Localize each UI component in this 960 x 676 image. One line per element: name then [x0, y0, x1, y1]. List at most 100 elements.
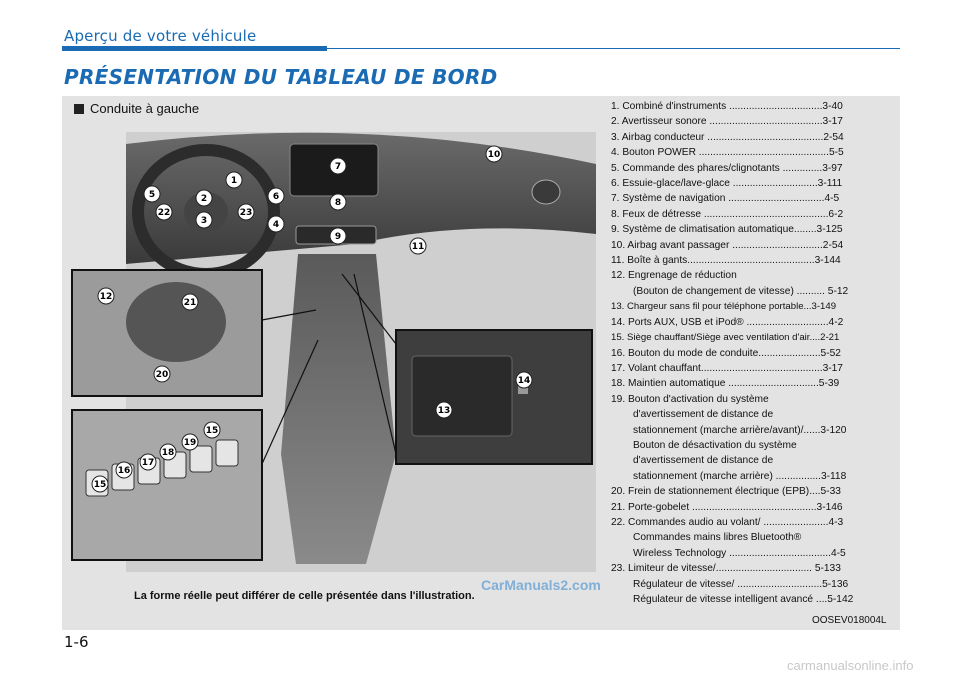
component-item-continuation: Wireless Technology ....................… — [633, 547, 846, 559]
header-rule-thin — [327, 48, 900, 49]
callout-6: 6 — [267, 187, 285, 205]
callout-1: 1 — [225, 171, 243, 189]
connector-line — [261, 339, 319, 465]
component-item: 13. Chargeur sans fil pour téléphone por… — [611, 301, 837, 313]
component-item: 17. Volant chauffant....................… — [611, 362, 843, 374]
component-item: 16. Bouton du mode de conduite..........… — [611, 347, 841, 359]
component-item-continuation: stationnement (marche arrière) .........… — [633, 470, 847, 482]
callout-markers: 1 2 3 4 5 6 7 8 9 10 11 12 13 14 15 15 1… — [91, 145, 533, 493]
svg-text:17: 17 — [142, 458, 155, 468]
svg-text:18: 18 — [162, 448, 175, 458]
callout-10: 10 — [485, 145, 503, 163]
svg-text:2: 2 — [201, 194, 207, 204]
component-item: 20. Frein de stationnement électrique (E… — [611, 486, 841, 498]
callout-5: 5 — [143, 185, 161, 203]
svg-text:5: 5 — [149, 190, 155, 200]
component-item-continuation: Commandes mains libres Bluetooth® — [633, 532, 802, 544]
component-item: 14. Ports AUX, USB et iPod® ............… — [611, 316, 844, 328]
callout-14: 14 — [515, 371, 533, 389]
component-item: 22. Commandes audio au volant/ .........… — [611, 516, 844, 528]
dashboard-illustration: 1 2 3 4 5 6 7 8 9 10 11 12 13 14 15 15 1… — [71, 132, 596, 572]
component-item: 11. Boîte à gants.......................… — [611, 255, 841, 267]
illustration-caption: La forme réelle peut différer de celle p… — [134, 590, 475, 602]
component-item: 19. Bouton d'activation du système — [611, 393, 769, 405]
connector-line — [341, 273, 397, 345]
callout-2: 2 — [195, 189, 213, 207]
svg-text:16: 16 — [118, 466, 131, 476]
component-item: 10. Airbag avant passager ..............… — [611, 239, 844, 251]
component-item-continuation: Régulateur de vitesse/ .................… — [633, 578, 849, 590]
callout-15a: 15 — [91, 475, 109, 493]
subtitle-text: Conduite à gauche — [90, 101, 200, 116]
callout-20: 20 — [153, 365, 171, 383]
callout-22: 22 — [155, 203, 173, 221]
component-item: 9. Système de climatisation automatique.… — [611, 224, 843, 236]
subtitle: Conduite à gauche — [74, 101, 199, 116]
callout-12: 12 — [97, 287, 115, 305]
callout-7: 7 — [329, 157, 347, 175]
page-title: PRÉSENTATION DU TABLEAU DE BORD — [64, 65, 498, 89]
svg-text:12: 12 — [100, 292, 113, 302]
component-item: 3. Airbag conducteur ...................… — [611, 131, 844, 143]
svg-text:13: 13 — [438, 406, 451, 416]
component-item: 21. Porte-gobelet ......................… — [611, 501, 843, 513]
component-item: 4. Bouton POWER ........................… — [611, 147, 844, 159]
passenger-vent — [531, 179, 561, 205]
callout-11: 11 — [409, 237, 427, 255]
svg-text:11: 11 — [412, 242, 425, 252]
svg-text:15: 15 — [206, 426, 219, 436]
svg-text:20: 20 — [156, 370, 169, 380]
component-item-continuation: d'avertissement de distance de — [633, 409, 774, 421]
callout-4: 4 — [267, 215, 285, 233]
image-code: OOSEV018004L — [812, 615, 887, 626]
charger-pad — [411, 355, 513, 437]
svg-text:9: 9 — [335, 232, 341, 242]
component-item: 6. Essuie-glace/lave-glace .............… — [611, 178, 843, 190]
svg-text:21: 21 — [184, 298, 197, 308]
component-item: 7. Système de navigation ...............… — [611, 193, 840, 205]
svg-text:6: 6 — [273, 192, 279, 202]
svg-text:23: 23 — [240, 208, 253, 218]
callout-23: 23 — [237, 203, 255, 221]
connector-line — [261, 309, 317, 321]
svg-text:4: 4 — [273, 220, 279, 230]
component-item-continuation: stationnement (marche arrière/avant)/...… — [633, 424, 847, 436]
footer-site: carmanualsonline.info — [787, 658, 914, 673]
callout-3: 3 — [195, 211, 213, 229]
svg-text:19: 19 — [184, 438, 197, 448]
svg-text:1: 1 — [231, 176, 237, 186]
callout-15b: 15 — [203, 421, 221, 439]
component-item: 18. Maintien automatique ...............… — [611, 378, 840, 390]
component-item: 12. Engrenage de réduction — [611, 270, 737, 282]
callout-8: 8 — [329, 193, 347, 211]
callout-16: 16 — [115, 461, 133, 479]
component-item: 1. Combiné d'instruments ...............… — [611, 101, 843, 112]
callout-13: 13 — [435, 401, 453, 419]
callout-19: 19 — [181, 433, 199, 451]
component-item: 5. Commande des phares/clignotants .....… — [611, 162, 843, 174]
component-list: 1. Combiné d'instruments ...............… — [611, 99, 889, 607]
callout-17: 17 — [139, 453, 157, 471]
component-item: 8. Feux de détresse ....................… — [611, 208, 844, 220]
component-item-continuation: (Bouton de changement de vitesse) ......… — [633, 285, 849, 297]
component-item-continuation: Bouton de désactivation du système — [633, 439, 797, 451]
callout-21: 21 — [181, 293, 199, 311]
component-item-continuation: Régulateur de vitesse intelligent avancé… — [633, 594, 854, 605]
component-item: 23. Limiteur de vitesse/................… — [611, 563, 841, 575]
component-item: 2. Avertisseur sonore ..................… — [611, 116, 843, 128]
watermark: CarManuals2.com — [481, 577, 601, 593]
square-bullet-icon — [74, 104, 84, 114]
component-item: 15. Siège chauffant/Siège avec ventilati… — [611, 332, 840, 344]
svg-text:22: 22 — [158, 208, 171, 218]
header-rule-thick — [62, 46, 327, 51]
component-item-continuation: d'avertissement de distance de — [633, 455, 774, 467]
page-number: 1-6 — [64, 633, 89, 651]
cupholder-shape — [126, 282, 226, 362]
callout-9: 9 — [329, 227, 347, 245]
svg-text:8: 8 — [335, 198, 341, 208]
svg-text:15: 15 — [94, 480, 107, 490]
section-header: Aperçu de votre véhicule — [64, 27, 257, 45]
svg-text:14: 14 — [518, 376, 531, 386]
callout-18: 18 — [159, 443, 177, 461]
svg-text:3: 3 — [201, 216, 207, 226]
